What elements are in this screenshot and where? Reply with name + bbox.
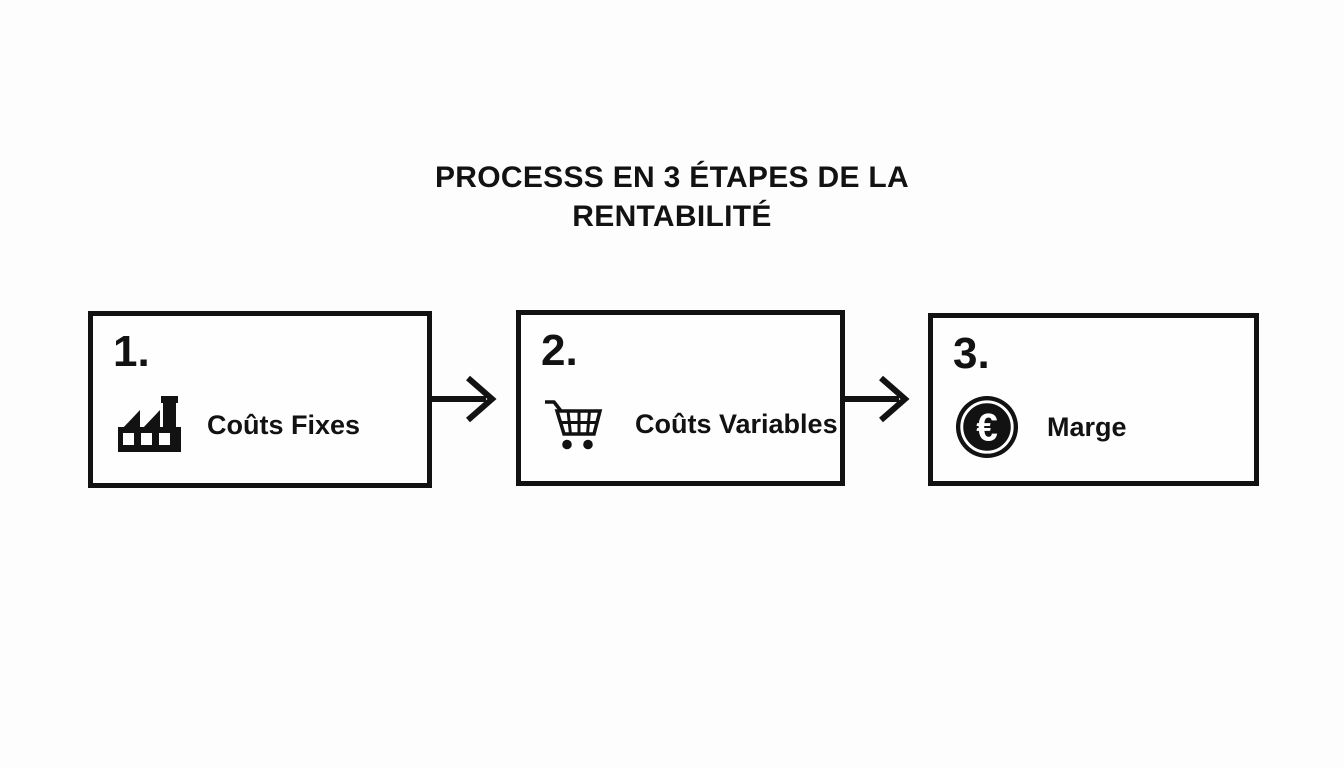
arrow-right-icon bbox=[432, 375, 497, 423]
step-content-row: Coûts Fixes bbox=[115, 392, 360, 458]
step-number: 3. bbox=[953, 329, 990, 378]
step-box-couts-variables: 2. Coûts Variables bbox=[516, 310, 845, 486]
step-content-row: Coûts Variables bbox=[543, 391, 838, 457]
step-content-row: € Marge bbox=[955, 394, 1127, 460]
euro-symbol: € bbox=[976, 407, 998, 450]
page-title: PROCESSS EN 3 ÉTAPES DE LA RENTABILITÉ bbox=[0, 158, 1344, 236]
factory-icon bbox=[115, 396, 187, 454]
step-number: 2. bbox=[541, 326, 578, 375]
step-label: Coûts Fixes bbox=[207, 409, 361, 440]
step-box-couts-fixes: 1. Coûts Fixes bbox=[88, 311, 432, 488]
arrow-right-icon bbox=[845, 375, 910, 423]
step-number: 1. bbox=[113, 327, 150, 376]
shopping-cart-icon bbox=[543, 397, 615, 451]
step-label: Marge bbox=[1047, 411, 1127, 442]
euro-coin-icon: € bbox=[955, 395, 1027, 459]
page-title-text: PROCESSS EN 3 ÉTAPES DE LA RENTABILITÉ bbox=[434, 161, 909, 233]
step-box-marge: 3. € Marge bbox=[928, 313, 1259, 486]
step-label: Coûts Variables bbox=[635, 408, 838, 439]
